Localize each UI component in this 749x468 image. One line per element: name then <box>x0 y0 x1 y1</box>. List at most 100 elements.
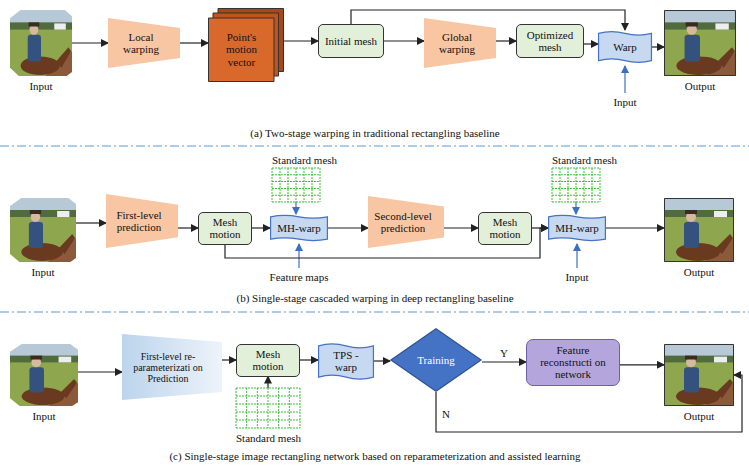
node-text: Training <box>417 354 455 366</box>
input-arrow <box>624 66 625 93</box>
text-area: Mesh motion <box>237 345 299 376</box>
text-area: Point's motion vector <box>208 8 284 82</box>
connector-arrow <box>374 360 390 361</box>
text-area: First-level prediction <box>106 194 178 248</box>
input-image: Input <box>10 198 76 262</box>
node-text: Second-level prediction <box>372 210 434 234</box>
node-text: Initial mesh <box>325 35 377 47</box>
caption: (c) Single-stage image rectangling netwo… <box>169 450 580 462</box>
caption: (b) Single-stage cascaded warping in dee… <box>236 292 513 304</box>
prediction-block: First-level prediction <box>106 194 178 248</box>
mesh-grid <box>236 388 300 428</box>
connector-arrow <box>384 40 424 41</box>
network-box: Feature reconstructi on network <box>526 339 620 386</box>
text-area: MH-warp <box>270 214 328 242</box>
input-label: Input <box>565 271 588 283</box>
connector-arrow <box>178 227 198 228</box>
edge-label: Y <box>498 347 510 359</box>
node-text: Local warping <box>112 31 170 55</box>
warp-box: MH-warp <box>548 214 606 242</box>
connector-arrow <box>76 222 106 223</box>
connector-arrow <box>328 227 368 228</box>
node-text: Warp <box>613 41 637 53</box>
connector-arrow <box>295 202 296 214</box>
warp-box: Warp <box>598 30 652 64</box>
input-image: Input <box>10 344 78 406</box>
node-text: Point's motion vector <box>211 31 272 67</box>
decision-diamond: Training <box>390 328 482 392</box>
node-text: MH-warp <box>277 222 320 234</box>
warp-box: MH-warp <box>270 214 328 242</box>
node-text: Standard mesh <box>552 154 600 166</box>
connector-arrow <box>78 371 122 372</box>
connector-arrow <box>584 43 598 44</box>
text-area: Mesh motion <box>479 213 531 244</box>
prediction-block: Second-level prediction <box>368 196 444 248</box>
node-text: Input <box>29 80 52 92</box>
node-text: Output <box>685 80 716 92</box>
node-text: First-level prediction <box>110 209 168 233</box>
node-text: Global warping <box>428 31 486 55</box>
feature-arrow <box>298 244 299 268</box>
connector-arrow <box>496 40 516 41</box>
text-area: MH-warp <box>548 214 606 242</box>
mesh-box: Mesh motion <box>478 212 532 245</box>
mesh-grid <box>552 168 600 202</box>
text-area: TPS - warp <box>318 342 374 381</box>
output-image: Output <box>664 344 734 406</box>
warp-box: TPS - warp <box>318 342 374 381</box>
output-image: Output <box>664 198 734 262</box>
input-photo <box>10 198 76 262</box>
caption: (a) Two-stage warping in traditional rec… <box>250 127 500 139</box>
section-divider <box>0 145 749 146</box>
connector-arrow <box>482 361 526 362</box>
input-photo <box>10 10 72 76</box>
standard-mesh: Standard mesh <box>272 168 320 202</box>
node-text: Output <box>684 410 715 422</box>
connector-arrow <box>284 40 318 41</box>
node-text: MH-warp <box>555 222 598 234</box>
node-text: Input <box>32 410 55 422</box>
standard-mesh: Standard mesh <box>236 388 300 428</box>
connector-arrow <box>444 227 478 228</box>
text-area: Optimized mesh <box>517 25 583 57</box>
connector-arrow <box>652 46 664 47</box>
text-area: Global warping <box>424 18 496 68</box>
edge-label: N <box>440 408 452 420</box>
text-area: Warp <box>598 30 652 64</box>
prediction-block: First-level re-parameterizati on Predict… <box>122 334 222 400</box>
feature-label: Feature maps <box>270 271 329 283</box>
connector-arrow <box>575 202 576 214</box>
node-text: Mesh motion <box>202 216 248 240</box>
node-text: Standard mesh <box>236 432 300 444</box>
connector-arrow <box>267 377 268 389</box>
text-area: Local warping <box>108 18 180 68</box>
node-text: Feature reconstructi on network <box>531 344 615 380</box>
text-area: Mesh motion <box>199 213 251 244</box>
text-area: Initial mesh <box>319 25 383 57</box>
node-text: Input <box>31 266 54 278</box>
warping-block: Local warping <box>108 18 180 68</box>
warping-block: Global warping <box>424 18 496 68</box>
node-text: Mesh motion <box>482 216 528 240</box>
motion-stack: Point's motion vector <box>208 8 284 82</box>
section-divider <box>0 311 749 312</box>
connector-arrow <box>180 42 208 43</box>
text-area: Feature reconstructi on network <box>527 340 619 385</box>
text-area: First-level re-parameterizati on Predict… <box>122 334 222 400</box>
node-text: First-level re-parameterizati on Predict… <box>126 351 210 384</box>
mesh-box: Optimized mesh <box>516 24 584 58</box>
input-photo <box>10 344 78 406</box>
connector-arrow <box>300 359 318 360</box>
output-photo <box>664 10 736 76</box>
connector-arrow <box>252 227 270 228</box>
node-text: Output <box>684 266 715 278</box>
mesh-box: Mesh motion <box>236 344 300 377</box>
connector-arrow <box>72 42 108 43</box>
mesh-grid <box>272 168 320 202</box>
node-text: Standard mesh <box>272 154 320 166</box>
input-image: Input <box>10 10 72 76</box>
connector-arrow <box>222 359 236 360</box>
text-area: Second-level prediction <box>368 196 444 248</box>
output-photo <box>664 344 734 406</box>
